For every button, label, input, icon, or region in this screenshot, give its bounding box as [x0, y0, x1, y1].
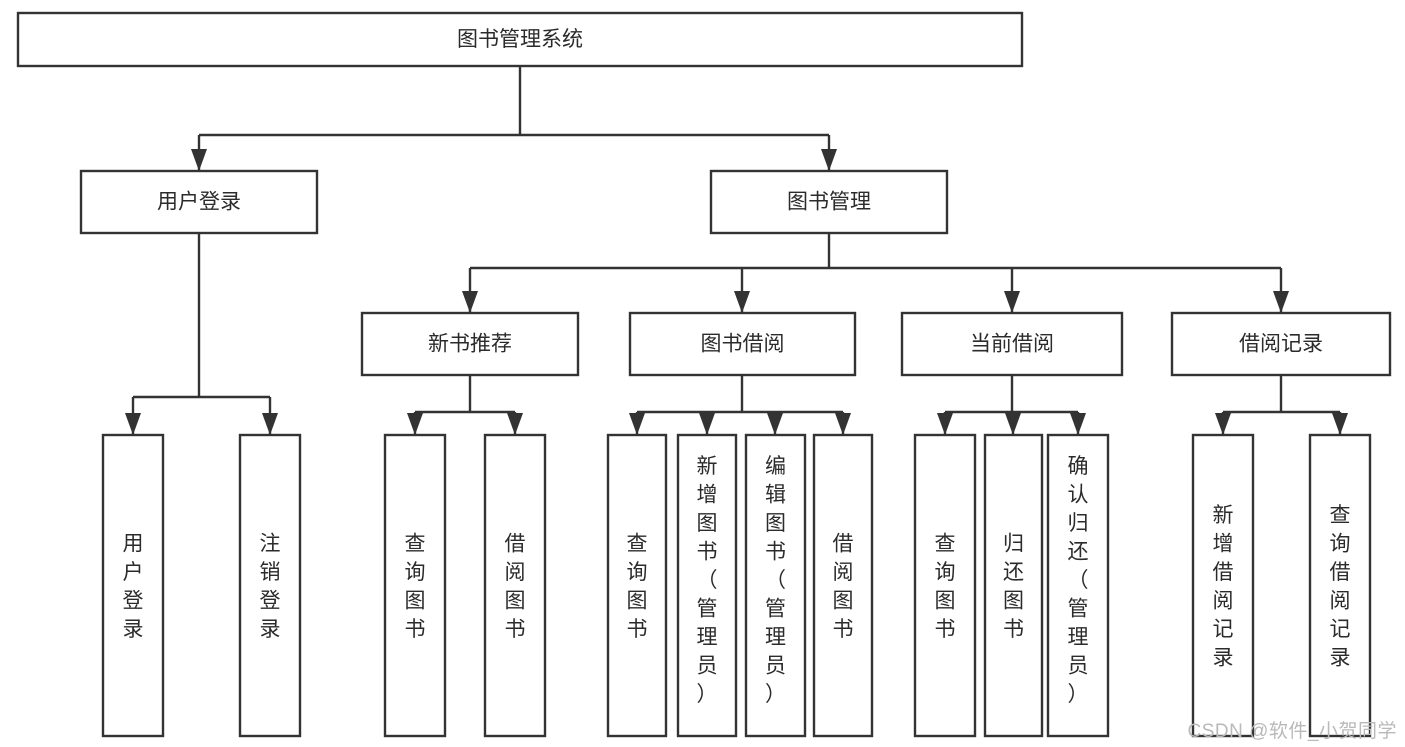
node-box	[1191, 433, 1255, 738]
node-label: 新增图书（管理员）	[697, 455, 718, 706]
node-leaf-add-borrow-record[interactable]: 新增借阅记录	[1191, 433, 1255, 738]
node-box	[606, 433, 668, 738]
node-label: 查询借阅记录	[1330, 504, 1351, 670]
node-box	[1046, 433, 1110, 738]
node-root[interactable]: 图书管理系统	[16, 11, 1024, 68]
arrow-head-icon	[1070, 413, 1086, 435]
node-box	[79, 169, 319, 235]
csdn-watermark: CSDN @软件_小贺同学	[1187, 721, 1397, 742]
node-box	[812, 433, 874, 738]
arrow-head-icon	[191, 149, 207, 171]
node-label: 归还图书	[1003, 533, 1024, 642]
node-borrow-record[interactable]: 借阅记录	[1170, 311, 1392, 377]
node-leaf-query-book-3[interactable]: 查询图书	[913, 433, 977, 738]
arrow-head-icon	[507, 413, 523, 435]
nodes-layer: 图书管理系统用户登录图书管理新书推荐图书借阅当前借阅借阅记录用户登录注销登录查询…	[16, 11, 1392, 738]
node-leaf-logout-login[interactable]: 注销登录	[238, 433, 302, 738]
node-box	[483, 433, 547, 738]
node-box	[983, 433, 1044, 738]
node-label: 用户登录	[123, 533, 144, 642]
node-box	[101, 433, 165, 738]
node-leaf-borrow-book-2[interactable]: 借阅图书	[812, 433, 874, 738]
node-box	[1170, 311, 1392, 377]
node-label: 编辑图书（管理员）	[765, 455, 786, 706]
node-book-management[interactable]: 图书管理	[709, 169, 949, 235]
node-leaf-query-book-2[interactable]: 查询图书	[606, 433, 668, 738]
node-current-borrow[interactable]: 当前借阅	[900, 311, 1124, 377]
node-box	[628, 311, 857, 377]
node-box	[360, 311, 580, 377]
edges-layer	[125, 66, 1348, 435]
arrow-head-icon	[821, 149, 837, 171]
node-leaf-query-book-1[interactable]: 查询图书	[383, 433, 447, 738]
node-label: 查询图书	[405, 533, 426, 642]
node-label: 借阅图书	[505, 533, 526, 642]
arrow-head-icon	[1005, 413, 1021, 435]
arrow-head-icon	[937, 413, 953, 435]
node-label: 注销登录	[260, 533, 281, 642]
node-label: 确认归还（管理员）	[1068, 455, 1089, 706]
node-leaf-add-book[interactable]: 新增图书（管理员）	[676, 433, 738, 738]
node-leaf-confirm-return[interactable]: 确认归还（管理员）	[1046, 433, 1110, 738]
arrow-head-icon	[125, 413, 141, 435]
node-box	[676, 433, 738, 738]
node-box	[1308, 433, 1372, 738]
node-box	[900, 311, 1124, 377]
arrow-head-icon	[1215, 413, 1231, 435]
arrow-head-icon	[1273, 291, 1289, 313]
node-leaf-query-borrow-record[interactable]: 查询借阅记录	[1308, 433, 1372, 738]
node-book-borrow[interactable]: 图书借阅	[628, 311, 857, 377]
node-box	[238, 433, 302, 738]
node-leaf-user-login[interactable]: 用户登录	[101, 433, 165, 738]
node-label: 图书借阅	[701, 333, 785, 356]
arrow-head-icon	[767, 413, 783, 435]
arrow-head-icon	[734, 291, 750, 313]
arrow-head-icon	[262, 413, 278, 435]
node-label: 图书管理	[787, 191, 871, 214]
arrow-head-icon	[407, 413, 423, 435]
node-label: 新书推荐	[428, 333, 512, 356]
arrow-head-icon	[462, 291, 478, 313]
arrow-head-icon	[835, 413, 851, 435]
node-label: 图书管理系统	[457, 28, 583, 51]
node-user-login[interactable]: 用户登录	[79, 169, 319, 235]
node-leaf-borrow-book-1[interactable]: 借阅图书	[483, 433, 547, 738]
node-leaf-edit-book[interactable]: 编辑图书（管理员）	[744, 433, 807, 738]
node-label: 查询图书	[935, 533, 956, 642]
node-label: 当前借阅	[970, 333, 1054, 356]
node-box	[709, 169, 949, 235]
node-box	[16, 11, 1024, 68]
node-label: 用户登录	[157, 191, 241, 214]
node-new-book-recommend[interactable]: 新书推荐	[360, 311, 580, 377]
arrow-head-icon	[629, 413, 645, 435]
node-box	[383, 433, 447, 738]
arrow-head-icon	[1004, 291, 1020, 313]
node-label: 查询图书	[627, 533, 648, 642]
node-label: 新增借阅记录	[1213, 504, 1234, 670]
arrow-head-icon	[699, 413, 715, 435]
node-label: 借阅记录	[1239, 333, 1323, 356]
node-box	[913, 433, 977, 738]
node-box	[744, 433, 807, 738]
node-leaf-return-book[interactable]: 归还图书	[983, 433, 1044, 738]
node-label: 借阅图书	[833, 533, 854, 642]
arrow-head-icon	[1332, 413, 1348, 435]
